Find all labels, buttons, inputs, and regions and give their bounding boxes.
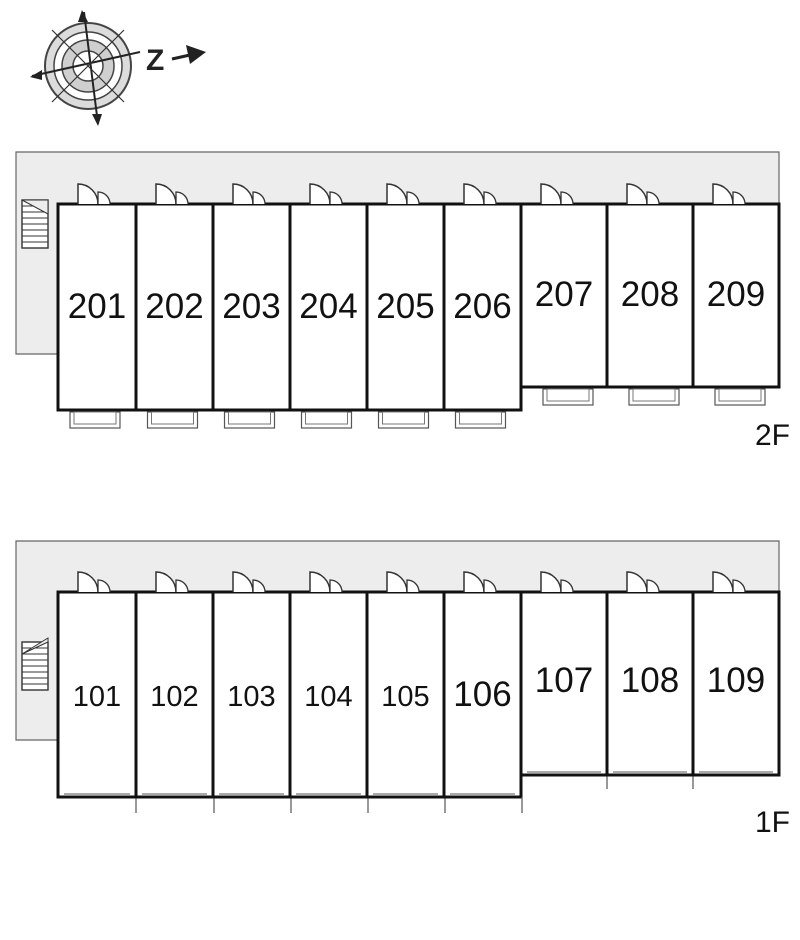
door-icon (309, 183, 343, 205)
door-icon (540, 571, 574, 593)
unit-204: 204 (288, 183, 369, 429)
unit-107: 107 (519, 571, 609, 789)
unit-number-label: 207 (535, 275, 593, 314)
floor-label: 1F (755, 806, 790, 839)
door-icon (386, 183, 420, 205)
unit-202: 202 (134, 183, 215, 429)
unit-number-label: 201 (68, 287, 126, 326)
unit-number-label: 104 (304, 681, 352, 713)
unit-209: 209 (691, 183, 781, 406)
unit-number-label: 205 (376, 287, 434, 326)
unit-number-label: 202 (145, 287, 203, 326)
unit-number-label: 208 (621, 275, 679, 314)
unit-number-label: 102 (150, 681, 198, 713)
unit-number-label: 106 (453, 675, 511, 714)
unit-205: 205 (365, 183, 446, 429)
door-icon (77, 183, 111, 205)
door-icon (463, 571, 497, 593)
unit-number-label: 203 (222, 287, 280, 326)
floor-2f: 201 202 203 204 205 206 207 208 209 2F (15, 151, 790, 452)
door-icon (386, 571, 420, 593)
unit-103: 103 (211, 571, 292, 813)
unit-number-label: 103 (227, 681, 275, 713)
north-letter: Z (146, 44, 164, 77)
unit-108: 108 (605, 571, 695, 789)
door-icon (626, 183, 660, 205)
compass-rose: Z (30, 10, 206, 126)
unit-number-label: 101 (73, 681, 121, 713)
unit-number-label: 204 (299, 287, 357, 326)
unit-203: 203 (211, 183, 292, 429)
floor-label: 2F (755, 419, 790, 452)
door-icon (232, 571, 266, 593)
door-icon (463, 183, 497, 205)
stairs-icon (21, 637, 49, 691)
unit-number-label: 209 (707, 275, 765, 314)
unit-number-label: 108 (621, 661, 679, 700)
unit-106: 106 (442, 571, 523, 813)
unit-109: 109 (691, 571, 781, 777)
unit-206: 206 (442, 183, 523, 429)
unit-201: 201 (56, 183, 138, 429)
unit-number-label: 105 (381, 681, 429, 713)
door-icon (712, 571, 746, 593)
door-icon (309, 571, 343, 593)
door-icon (712, 183, 746, 205)
unit-105: 105 (365, 571, 446, 813)
unit-208: 208 (605, 183, 695, 406)
unit-number-label: 109 (707, 661, 765, 700)
door-icon (232, 183, 266, 205)
stairs-icon (21, 199, 49, 249)
unit-number-label: 107 (535, 661, 593, 700)
door-icon (626, 571, 660, 593)
door-icon (155, 571, 189, 593)
unit-104: 104 (288, 571, 369, 813)
door-icon (155, 183, 189, 205)
unit-number-label: 206 (453, 287, 511, 326)
unit-207: 207 (519, 183, 609, 406)
unit-101: 101 (56, 571, 138, 813)
door-icon (77, 571, 111, 593)
unit-102: 102 (134, 571, 215, 813)
door-icon (540, 183, 574, 205)
floor-1f: 101 102 103 104 105 106 107 108 109 1F (15, 540, 790, 839)
